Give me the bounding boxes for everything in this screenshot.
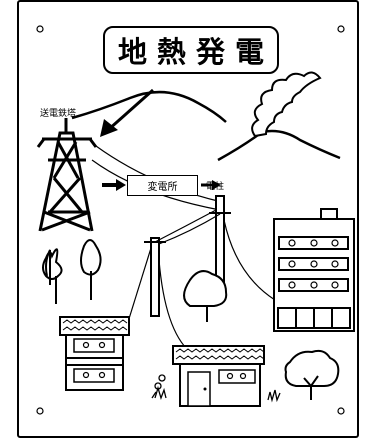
arrow-down-left-icon <box>100 88 154 137</box>
title-box: 地熱発電 <box>103 26 279 74</box>
tree <box>284 349 340 400</box>
one-story-house <box>172 345 265 407</box>
substation-label: 変電所 <box>147 182 178 193</box>
arrow-right-icon <box>201 180 221 190</box>
steam-cloud <box>251 71 322 138</box>
page-title: 地熱発電 <box>117 35 274 69</box>
pole-label: 電柱 <box>206 182 225 192</box>
substation-box: 変電所 <box>127 175 198 196</box>
transmission-tower <box>36 118 98 232</box>
left-mountain <box>71 90 227 123</box>
distribution-lines <box>127 209 276 353</box>
arrow-right-icon <box>102 179 126 191</box>
two-story-house <box>59 316 130 391</box>
apartment-building <box>273 208 355 332</box>
tree <box>42 239 102 304</box>
flower-plant <box>151 374 167 401</box>
tower-label: 送電鉄塔 <box>40 109 77 119</box>
right-mountain <box>217 129 341 162</box>
screw-hole-icon <box>36 25 345 415</box>
grass <box>267 389 281 403</box>
tree <box>183 270 228 322</box>
